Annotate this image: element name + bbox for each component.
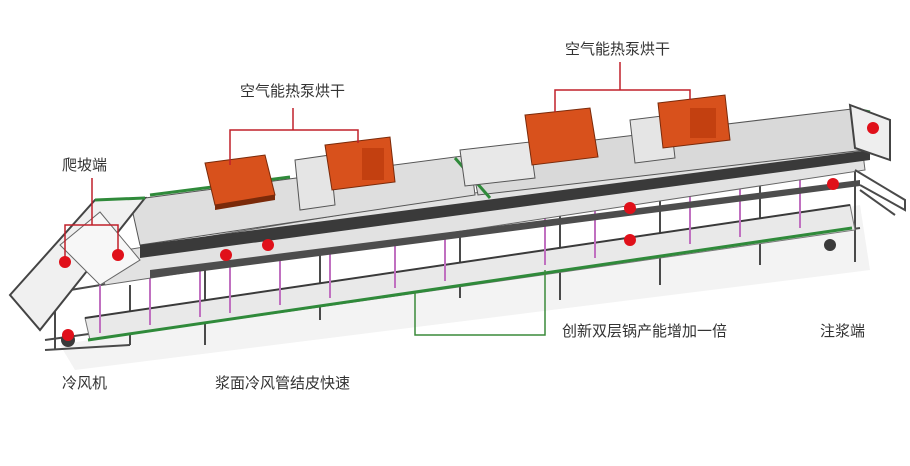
- label-dryer-right: 空气能热泵烘干: [565, 40, 671, 58]
- heat-pump-4: [657, 94, 731, 149]
- callout-line-green: [414, 270, 546, 336]
- label-cold-fan: 冷风机: [62, 374, 108, 392]
- hood-left: [294, 154, 336, 211]
- label-dryer-left: 空气能热泵烘干: [240, 82, 346, 100]
- callout-lines: [64, 62, 691, 262]
- callout-dots: [59, 122, 879, 341]
- label-cold-duct: 浆面冷风管结皮快速: [215, 374, 351, 392]
- heat-pump-1: [204, 154, 276, 210]
- hood-mid: [459, 141, 536, 187]
- label-double-layer: 创新双层锅产能增加一倍: [562, 322, 728, 340]
- heat-pump-3: [524, 107, 599, 166]
- label-climb-end: 爬坡端: [62, 156, 108, 174]
- label-slurry-end: 注浆端: [820, 322, 866, 340]
- heat-pump-2: [324, 136, 396, 191]
- lower-green-rail: [87, 226, 853, 342]
- upper-frame-side: [140, 150, 870, 258]
